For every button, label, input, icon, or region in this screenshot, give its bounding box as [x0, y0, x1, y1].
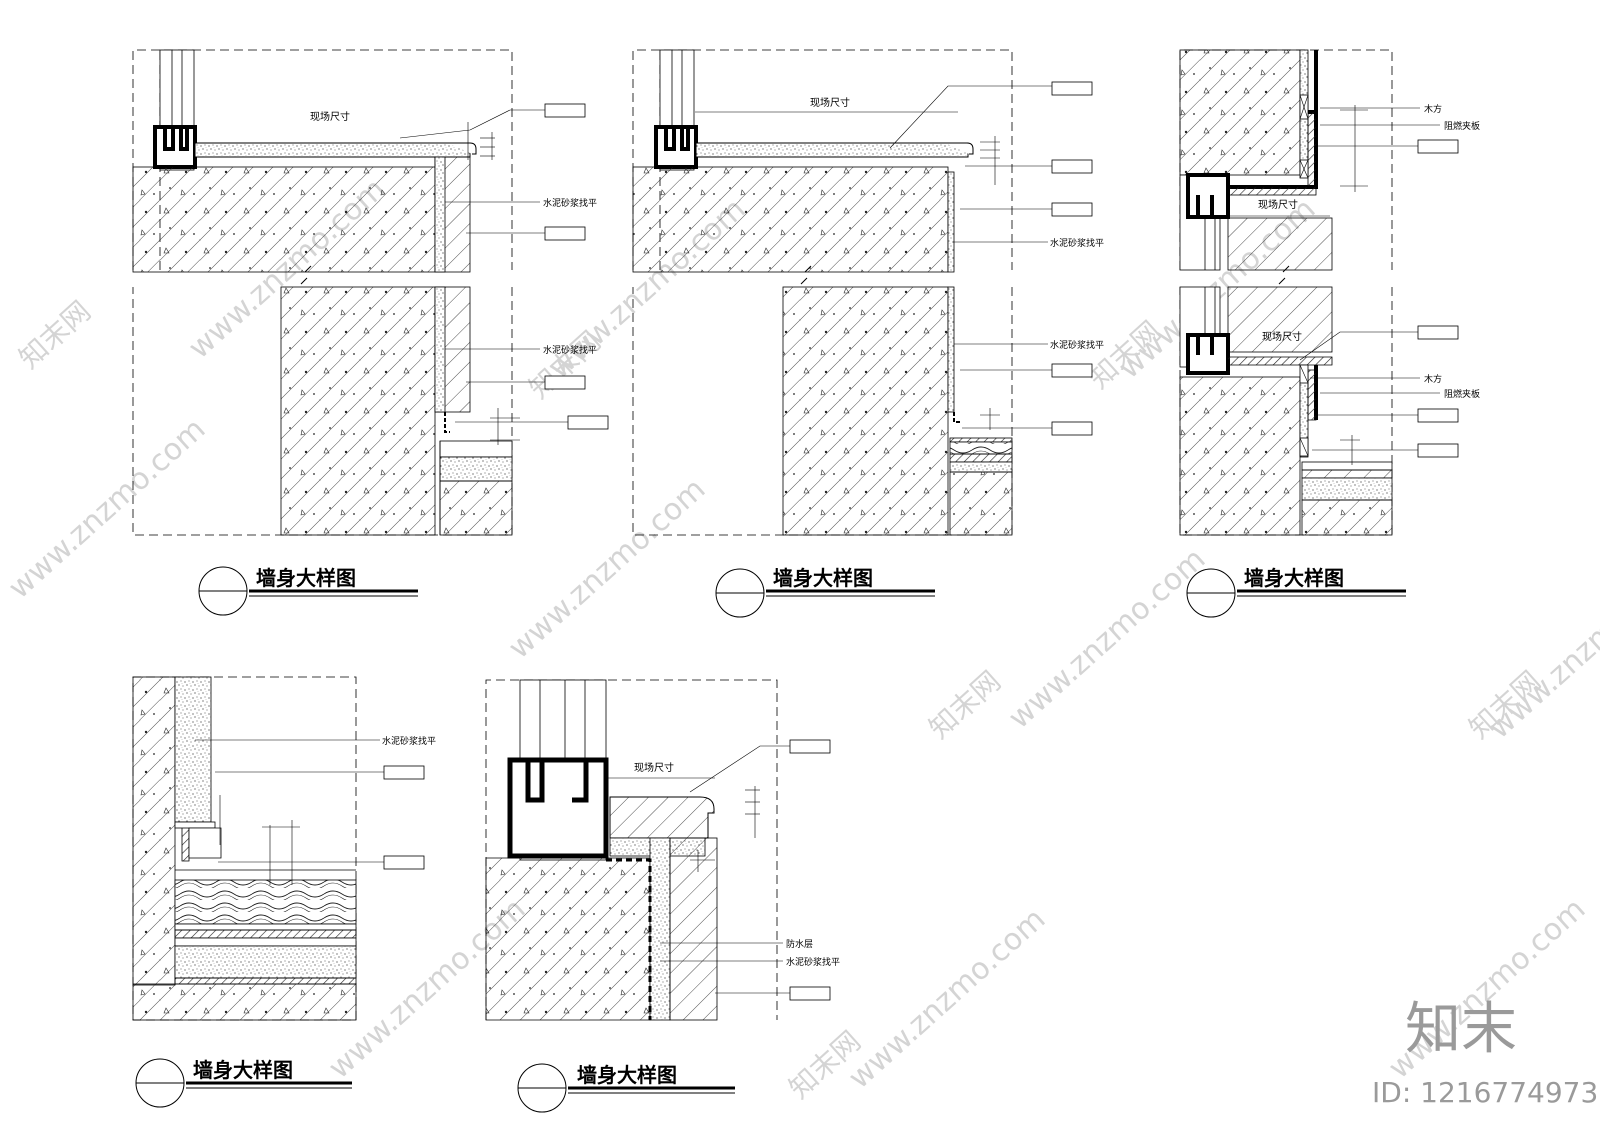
watermark-url: www.znzmo.com [2, 412, 212, 606]
detail-3: 现场尺寸 现场尺寸 木方 阻燃夹板 木方 阻燃夹板 [1179, 49, 1480, 618]
cement-mortar-label: 水泥砂浆找平 [543, 197, 597, 209]
detail-1: 现场尺寸 水泥砂浆找平 水泥砂浆找平 墙身大样图 [132, 49, 609, 616]
watermark-url: www.znzmo.com [842, 902, 1052, 1096]
detail-title: 墙身大样图 [256, 566, 356, 590]
brand-mark: 知末 ID: 1216774973 [1372, 997, 1598, 1109]
watermark-brand: 知末网 [13, 294, 98, 375]
cement-mortar-label: 水泥砂浆找平 [1050, 237, 1104, 249]
detail-4: 水泥砂浆找平 墙身大样图 [132, 676, 436, 1108]
cement-mortar-label: 水泥砂浆找平 [543, 344, 597, 356]
watermark-url: www.znzmo.com [1002, 542, 1212, 736]
fire-board-label: 阻燃夹板 [1444, 388, 1480, 400]
detail-title: 墙身大样图 [1244, 566, 1344, 590]
detail-title: 墙身大样图 [193, 1058, 293, 1082]
watermark-brand: 知末网 [923, 664, 1008, 745]
wood-batten-label: 木方 [1424, 103, 1442, 115]
site-size-label: 现场尺寸 [310, 110, 350, 123]
fire-board-label: 阻燃夹板 [1444, 120, 1480, 132]
wood-batten-label: 木方 [1424, 373, 1442, 385]
detail-2: 现场尺寸 水泥砂浆找平 水泥砂浆找平 墙身大样图 [632, 49, 1104, 618]
cement-mortar-label: 水泥砂浆找平 [382, 735, 436, 747]
site-size-label: 现场尺寸 [634, 761, 674, 774]
site-size-label: 现场尺寸 [1262, 330, 1302, 343]
detail-title: 墙身大样图 [577, 1063, 677, 1087]
watermark-url: www.znzmo.com [502, 472, 712, 666]
cement-mortar-label: 水泥砂浆找平 [1050, 339, 1104, 351]
site-size-label: 现场尺寸 [810, 96, 850, 109]
brand-logo: 知末 [1405, 997, 1517, 1062]
detail-5: 现场尺寸 防水层 水泥砂浆找平 墙身大样图 [485, 679, 840, 1113]
watermark-brand: 知末网 [523, 324, 608, 405]
waterproof-label: 防水层 [786, 938, 813, 950]
site-size-label: 现场尺寸 [1258, 198, 1298, 211]
detail-title: 墙身大样图 [773, 566, 873, 590]
image-id: ID: 1216774973 [1372, 1076, 1598, 1109]
cement-mortar-label: 水泥砂浆找平 [786, 956, 840, 968]
